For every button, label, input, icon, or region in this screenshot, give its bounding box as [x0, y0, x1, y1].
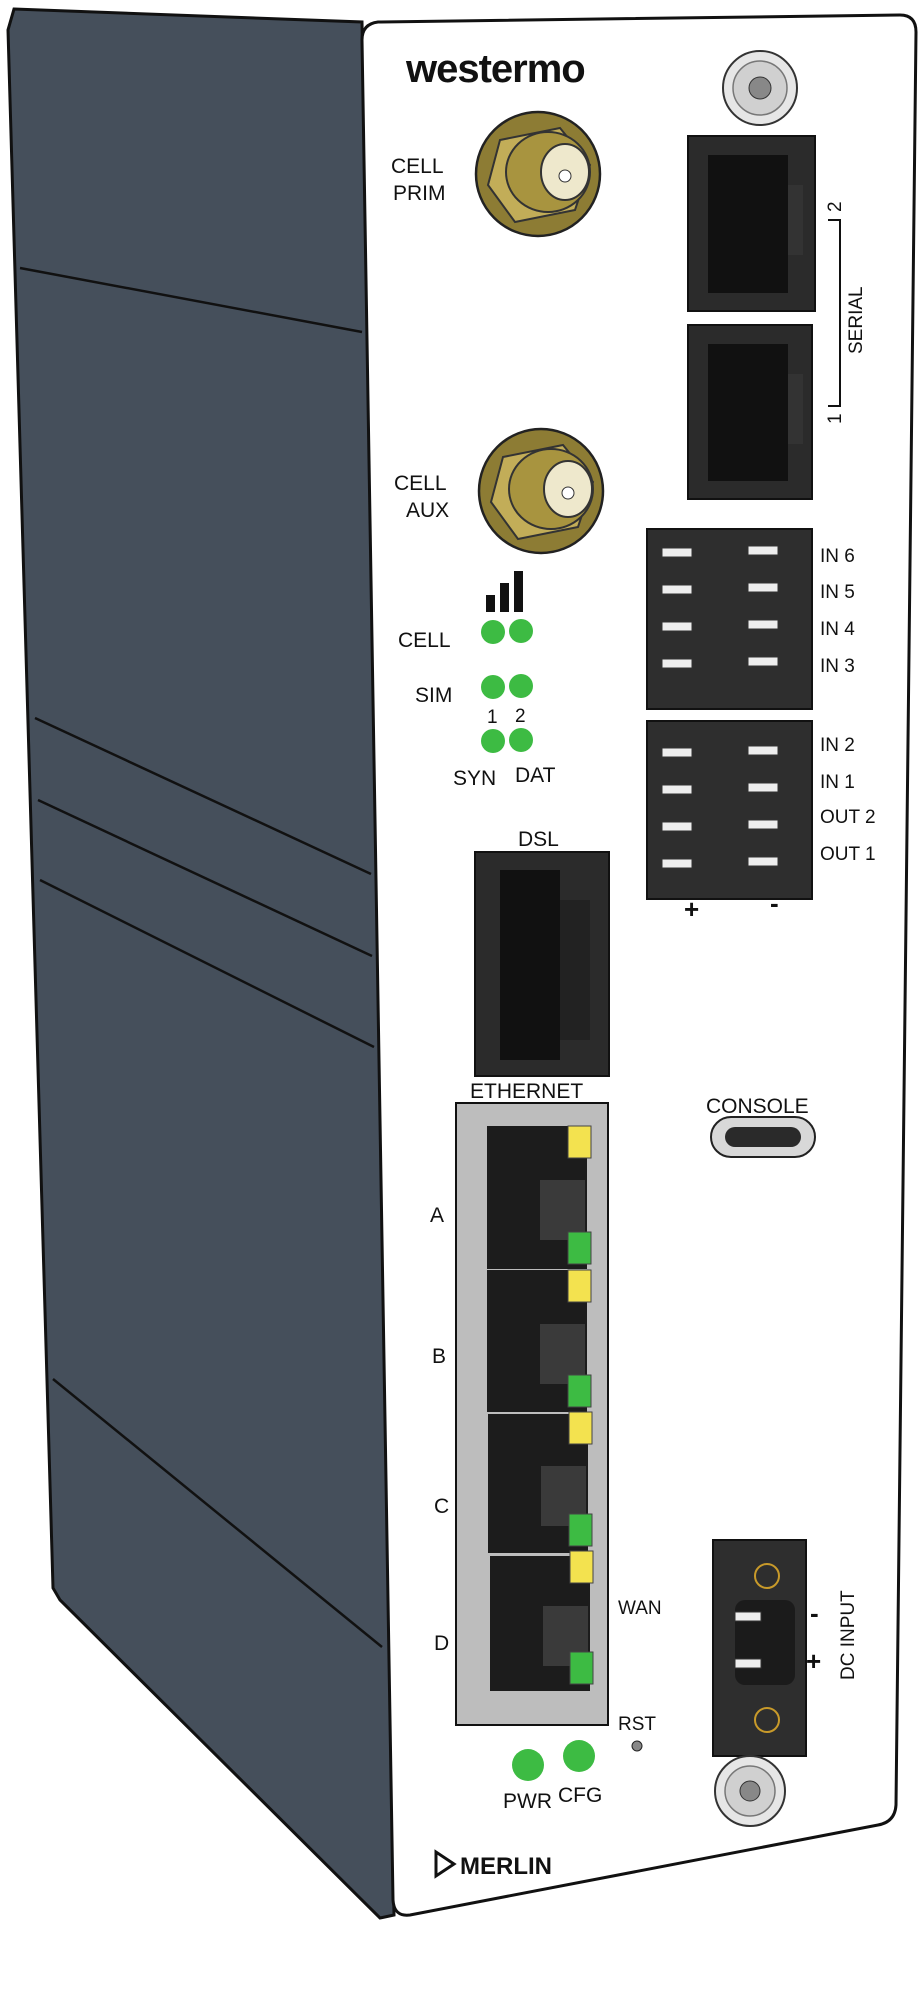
serial-port-1[interactable]	[687, 324, 813, 500]
sim-1-label: 1	[487, 707, 498, 728]
housing-grooves	[19, 266, 383, 1648]
sim-led-label: SIM	[415, 684, 452, 707]
sma-connector-icon	[477, 427, 605, 555]
dsl-port[interactable]	[474, 851, 610, 1077]
ethernet-port-d[interactable]	[490, 1550, 594, 1691]
cell-led-2	[509, 619, 533, 643]
reset-label: RST	[618, 1714, 656, 1735]
port-label-b: B	[432, 1345, 446, 1368]
io-label: OUT 2	[820, 807, 876, 828]
serial-label: SERIAL	[846, 286, 867, 354]
link-led-yellow	[569, 1550, 594, 1584]
ethernet-port-a[interactable]	[487, 1125, 592, 1269]
dat-label: DAT	[515, 764, 556, 787]
io-label: IN 5	[820, 582, 855, 603]
io-label: IN 4	[820, 619, 855, 640]
dc-minus-label: -	[810, 1598, 819, 1628]
activity-led-green	[568, 1513, 593, 1547]
screw-bottom-icon	[714, 1755, 786, 1827]
reset-button[interactable]	[631, 1740, 643, 1752]
link-led-yellow	[567, 1125, 592, 1159]
port-label-d: D	[434, 1632, 449, 1655]
io-plus-label: +	[684, 894, 699, 924]
wan-label: WAN	[618, 1598, 662, 1619]
antenna-cell-prim[interactable]: CELL PRIM	[391, 110, 602, 238]
pwr-label: PWR	[503, 1790, 552, 1813]
ethernet-label: ETHERNET	[470, 1080, 583, 1103]
side-housing	[6, 7, 396, 1920]
io-label: IN 2	[820, 735, 855, 756]
serial-port-2[interactable]	[687, 135, 816, 312]
link-led-yellow	[568, 1411, 593, 1445]
io-label: IN 1	[820, 772, 855, 793]
io-label: OUT 1	[820, 844, 876, 865]
ethernet-port-b[interactable]	[487, 1269, 592, 1412]
dc-input-label: DC INPUT	[838, 1590, 859, 1680]
sma-connector-icon	[474, 110, 602, 238]
cfg-led	[563, 1740, 595, 1772]
front-panel	[360, 13, 918, 1917]
cell-led-1	[481, 620, 505, 644]
port-label-c: C	[434, 1495, 449, 1518]
model-logo: MERLIN	[434, 1849, 552, 1880]
brand-logo: westermo	[405, 47, 585, 91]
cell-led-label: CELL	[398, 629, 451, 652]
io-label: IN 3	[820, 656, 855, 677]
dat-led	[509, 728, 533, 752]
antenna-label-line2: AUX	[406, 499, 449, 522]
serial-port-2-label: 2	[825, 201, 846, 212]
model-name: MERLIN	[460, 1853, 552, 1880]
io-terminal-block-1[interactable]	[646, 528, 813, 710]
play-triangle-icon	[434, 1849, 457, 1879]
port-label-a: A	[430, 1204, 444, 1227]
io-label: IN 6	[820, 546, 855, 567]
serial-port-1-label: 1	[825, 413, 846, 424]
sim-2-label: 2	[515, 706, 526, 727]
sim-led-2	[509, 674, 533, 698]
cfg-label: CFG	[558, 1784, 602, 1807]
antenna-cell-aux[interactable]: CELL AUX	[394, 427, 605, 555]
ethernet-port-c[interactable]	[488, 1411, 593, 1553]
io-terminal-block-2[interactable]	[646, 720, 813, 900]
activity-led-green	[569, 1651, 594, 1685]
sim-led-1	[481, 675, 505, 699]
syn-label: SYN	[453, 767, 496, 790]
serial-bracket: 2 1 SERIAL	[825, 201, 867, 424]
link-led-yellow	[567, 1269, 592, 1303]
dc-input-connector[interactable]	[712, 1539, 807, 1757]
activity-led-green	[567, 1231, 592, 1265]
console-usb-c-port[interactable]	[710, 1116, 816, 1158]
antenna-label-line1: CELL	[391, 155, 444, 178]
dc-plus-label: +	[806, 1646, 821, 1676]
io-minus-label: -	[770, 888, 779, 918]
syn-led	[481, 729, 505, 753]
pwr-led	[512, 1749, 544, 1781]
screw-top-icon	[722, 50, 798, 126]
signal-bars-icon	[486, 571, 523, 612]
dsl-label: DSL	[518, 828, 559, 851]
console-label: CONSOLE	[706, 1095, 809, 1118]
antenna-label-line2: PRIM	[393, 182, 446, 205]
activity-led-green	[567, 1374, 592, 1408]
antenna-label-line1: CELL	[394, 472, 447, 495]
